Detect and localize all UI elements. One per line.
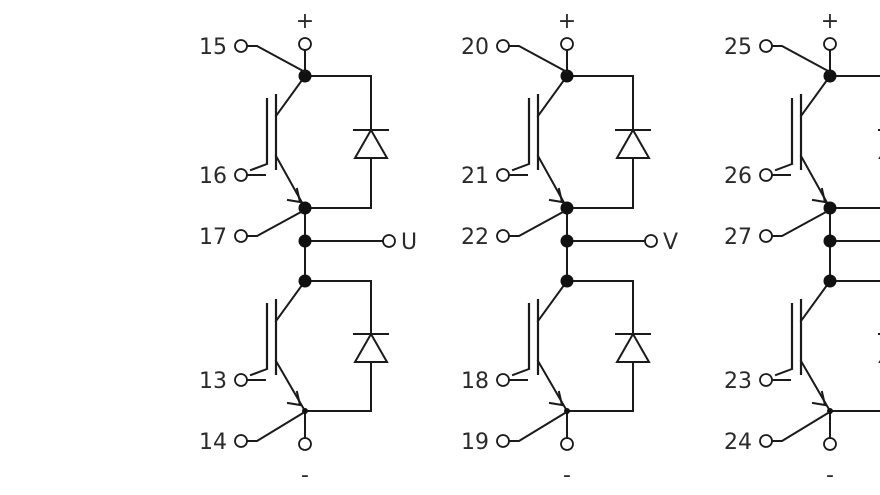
top-gate-terminal[interactable] [759,168,773,182]
igbt-collector-lead [274,279,307,323]
terminal-number-bottom-gate: 23 [724,369,752,394]
gate-lead [511,162,531,172]
output-label: U [401,230,417,255]
junction-dot [823,201,837,215]
terminal-number-mid: 27 [724,225,752,250]
junction-dot [298,234,312,248]
plus-label: + [558,9,576,34]
terminal-number-bottom: 19 [461,430,489,455]
gate-lead [511,367,531,377]
mid-aux-lead [508,210,565,237]
top-aux-lead [246,45,307,74]
emitter-arrow-icon [286,187,302,204]
terminal-number-top: 20 [461,35,489,60]
bottom-gate-terminal[interactable] [496,373,510,387]
bottom-aux-lead [508,411,567,442]
top-aux-terminal[interactable] [496,39,510,53]
gate-lead [774,367,794,377]
diode-triangle-icon [353,127,389,159]
junction-dot [560,234,574,248]
bridge-leg-3: + - 25 26 27 23 24 [724,9,880,488]
igbt-collector-lead [536,74,569,118]
output-label: V [663,230,678,255]
igbt-collector-lead [274,74,307,118]
terminal-number-bottom: 24 [724,430,752,455]
plus-terminal[interactable] [823,37,837,51]
plus-label: + [296,9,314,34]
minus-terminal[interactable] [823,437,837,451]
terminal-number-bottom-gate: 13 [199,369,227,394]
top-gate-terminal[interactable] [234,168,248,182]
top-gate-terminal[interactable] [496,168,510,182]
emitter-arrow-icon [286,390,302,407]
top-aux-lead [508,45,569,74]
bridge-leg-2: + - 20 21 22 18 19 V [461,9,678,488]
diode-triangle-icon [615,331,651,363]
gate-lead [249,162,269,172]
plus-terminal[interactable] [298,37,312,51]
junction-dot [560,274,574,288]
minus-label: - [826,463,834,488]
diode-triangle-icon [615,127,651,159]
plus-terminal[interactable] [560,37,574,51]
emitter-arrow-icon [811,390,827,407]
output-terminal[interactable] [382,234,396,248]
igbt-collector-lead [536,279,569,323]
emitter-arrow-icon [811,187,827,204]
terminal-number-mid: 22 [461,225,489,250]
terminal-number-top: 25 [724,35,752,60]
emitter-arrow-icon [548,187,564,204]
terminal-number-bottom: 14 [199,430,227,455]
bottom-gate-terminal[interactable] [234,373,248,387]
igbt-collector-lead [799,279,832,323]
junction-dot [298,69,312,83]
minus-label: - [301,463,309,488]
mid-aux-lead [246,210,303,237]
terminal-number-top-gate: 26 [724,164,752,189]
bottom-aux-lead [246,411,305,442]
minus-label: - [563,463,571,488]
bottom-aux-terminal[interactable] [496,434,510,448]
terminal-number-top-gate: 16 [199,164,227,189]
minus-terminal[interactable] [560,437,574,451]
diode-triangle-icon [353,331,389,363]
plus-label: + [821,9,839,34]
emitter-arrow-icon [548,390,564,407]
terminal-number-top-gate: 21 [461,164,489,189]
top-aux-terminal[interactable] [759,39,773,53]
bottom-aux-terminal[interactable] [234,434,248,448]
terminal-number-bottom-gate: 18 [461,369,489,394]
gate-lead [774,162,794,172]
terminal-number-top: 15 [199,35,227,60]
bottom-aux-terminal[interactable] [759,434,773,448]
output-terminal[interactable] [644,234,658,248]
junction-dot [560,69,574,83]
junction-dot [560,201,574,215]
junction-dot [823,234,837,248]
minus-terminal[interactable] [298,437,312,451]
junction-dot [823,69,837,83]
igbt-collector-lead [799,74,832,118]
mid-aux-terminal[interactable] [234,229,248,243]
terminal-number-mid: 17 [199,225,227,250]
junction-dot [298,274,312,288]
top-aux-lead [771,45,832,74]
bridge-leg-1: + - 15 16 17 13 14 U [199,9,417,488]
bottom-aux-lead [771,411,830,442]
junction-dot [823,274,837,288]
mid-aux-terminal[interactable] [759,229,773,243]
top-aux-terminal[interactable] [234,39,248,53]
gate-lead [249,367,269,377]
bottom-gate-terminal[interactable] [759,373,773,387]
mid-aux-lead [771,210,828,237]
junction-dot [298,201,312,215]
mid-aux-terminal[interactable] [496,229,510,243]
